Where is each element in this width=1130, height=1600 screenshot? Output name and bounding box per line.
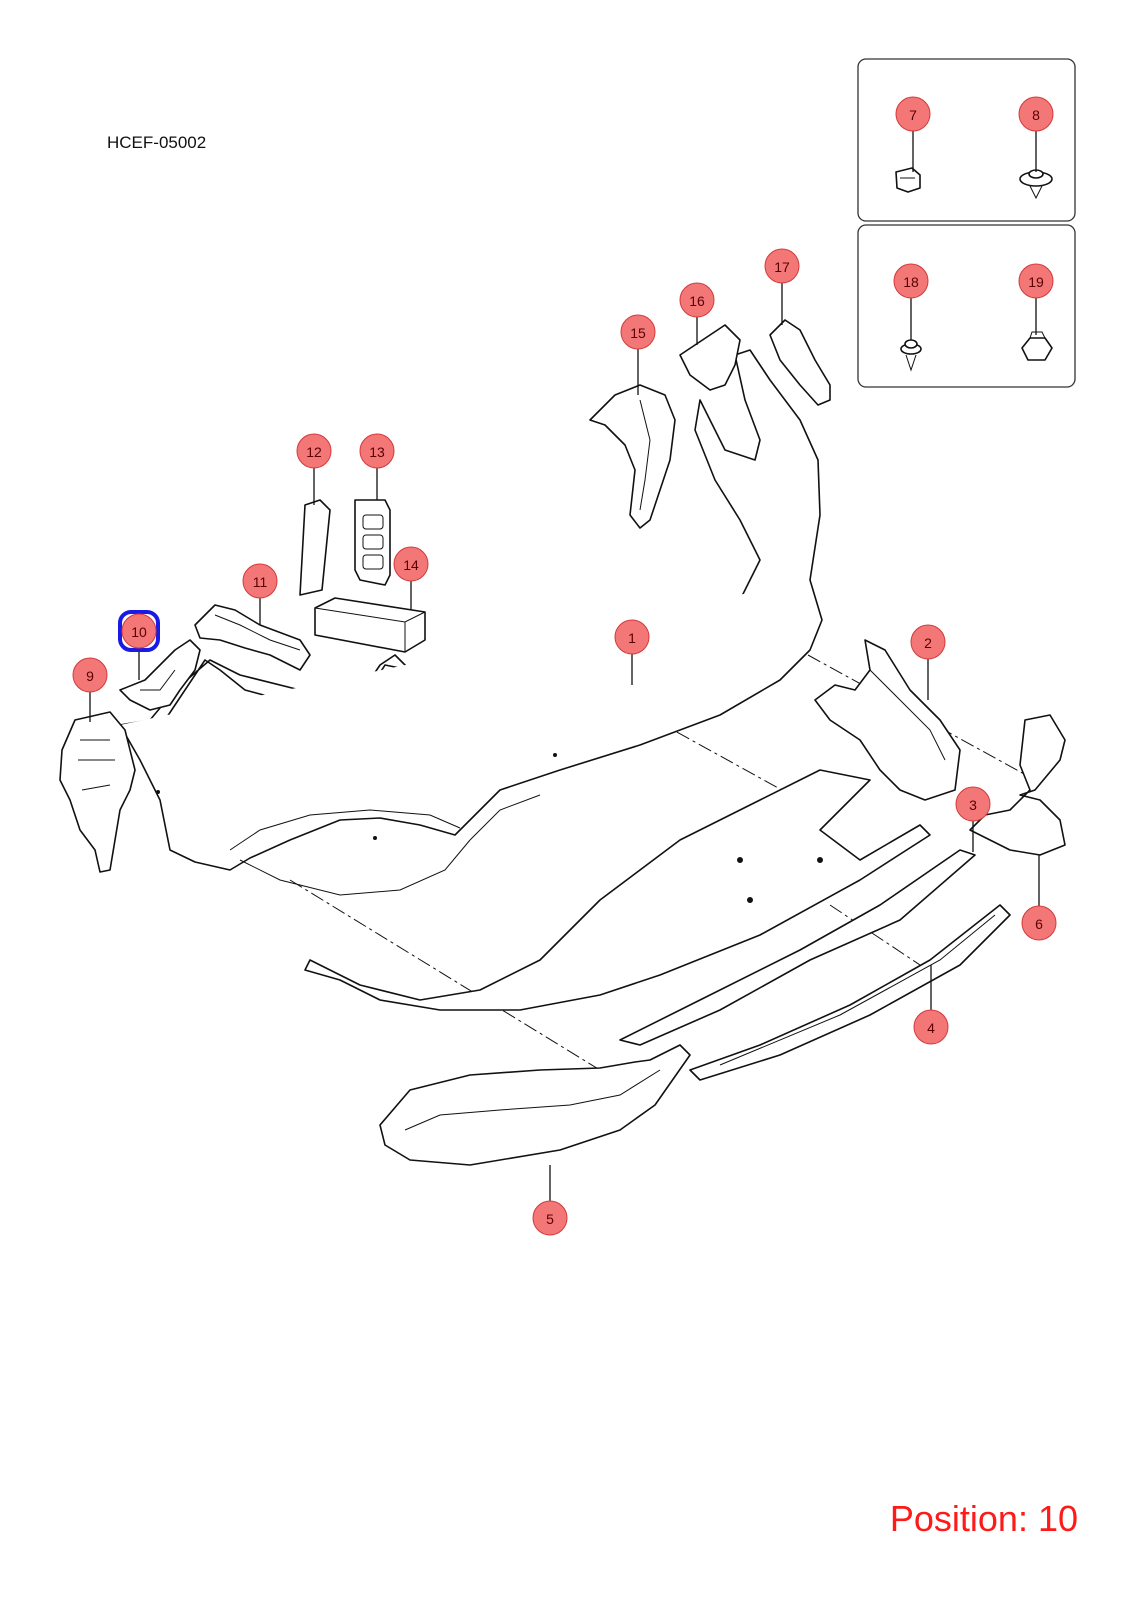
callout-bubble xyxy=(895,96,931,132)
callout-15[interactable]: 15 xyxy=(620,314,656,350)
callout-13[interactable]: 13 xyxy=(359,433,395,469)
position-label: Position: 10 xyxy=(889,1498,1078,1539)
callout-11[interactable]: 11 xyxy=(242,563,278,599)
fastener-clip-7[interactable] xyxy=(895,167,921,193)
callout-4[interactable]: 4 xyxy=(913,1009,949,1045)
fastener-nut-clip-19[interactable] xyxy=(1021,331,1053,361)
callout-bubble xyxy=(1018,96,1054,132)
callout-bubble xyxy=(296,433,332,469)
part-diffuser-grille[interactable] xyxy=(689,904,1011,1081)
callout-bubble xyxy=(359,433,395,469)
callout-bubble xyxy=(393,546,429,582)
selected-callout-ring xyxy=(118,610,160,652)
callout-number: 18 xyxy=(903,274,919,290)
part-upper-bracket[interactable] xyxy=(679,324,741,391)
callout-bubble xyxy=(614,619,650,655)
callout-number: 15 xyxy=(630,325,646,341)
callout-10[interactable]: 10 xyxy=(118,610,160,652)
part-support-bracket[interactable] xyxy=(589,384,676,529)
callout-number: 13 xyxy=(369,444,385,460)
callout-bubble xyxy=(242,563,278,599)
callout-18[interactable]: 18 xyxy=(893,263,929,299)
callout-bubble xyxy=(620,314,656,350)
callout-number: 19 xyxy=(1028,274,1044,290)
fastener-push-pin-8[interactable] xyxy=(1019,169,1053,200)
part-bumper-cover[interactable] xyxy=(119,349,823,896)
fastener-screw-18[interactable] xyxy=(900,339,922,372)
callout-7[interactable]: 7 xyxy=(895,96,931,132)
callout-bubble xyxy=(1018,263,1054,299)
part-rail-bracket[interactable] xyxy=(769,319,831,406)
callout-number: 3 xyxy=(969,797,977,813)
callout-number: 10 xyxy=(131,624,147,640)
callout-number: 2 xyxy=(924,635,932,651)
callout-number: 4 xyxy=(927,1020,935,1036)
callout-16[interactable]: 16 xyxy=(679,282,715,318)
callout-number: 6 xyxy=(1035,916,1043,932)
callout-14[interactable]: 14 xyxy=(393,546,429,582)
callout-bubble xyxy=(532,1200,568,1236)
fastener-inset-bottom xyxy=(857,224,1076,388)
callout-19[interactable]: 19 xyxy=(1018,263,1054,299)
callout-2[interactable]: 2 xyxy=(910,624,946,660)
part-foam-block[interactable] xyxy=(314,597,426,653)
fastener-inset-top xyxy=(857,58,1076,222)
leader-lines xyxy=(89,131,1040,1201)
part-lower-skirt[interactable] xyxy=(304,769,931,1011)
callout-number: 7 xyxy=(909,107,917,123)
callout-bubble xyxy=(910,624,946,660)
callout-number: 5 xyxy=(546,1211,554,1227)
callout-number: 14 xyxy=(403,557,419,573)
diagram-code: HCEF-05002 xyxy=(107,133,207,152)
callout-bubble xyxy=(913,1009,949,1045)
callout-1[interactable]: 1 xyxy=(614,619,650,655)
part-lower-valance[interactable] xyxy=(379,1044,691,1166)
part-guide-bracket-left[interactable] xyxy=(119,639,201,711)
callout-number: 9 xyxy=(86,668,94,684)
callout-bubble xyxy=(679,282,715,318)
callout-bubble xyxy=(764,248,800,284)
callout-bubble xyxy=(1021,905,1057,941)
part-long-bracket[interactable] xyxy=(194,604,311,671)
callout-12[interactable]: 12 xyxy=(296,433,332,469)
callout-17[interactable]: 17 xyxy=(764,248,800,284)
callout-3[interactable]: 3 xyxy=(955,786,991,822)
part-pad[interactable] xyxy=(299,499,331,596)
part-corner-end-piece[interactable] xyxy=(969,714,1066,856)
callout-bubble xyxy=(955,786,991,822)
callout-number: 12 xyxy=(306,444,322,460)
part-lower-trim-strip[interactable] xyxy=(619,849,976,1046)
part-side-panel-right[interactable] xyxy=(814,639,961,801)
callout-number: 1 xyxy=(628,630,636,646)
callout-number: 8 xyxy=(1032,107,1040,123)
callout-number: 17 xyxy=(774,259,790,275)
callout-number: 11 xyxy=(253,574,268,590)
callout-8[interactable]: 8 xyxy=(1018,96,1054,132)
callout-6[interactable]: 6 xyxy=(1021,905,1057,941)
callout-bubble xyxy=(121,613,157,649)
part-reflector[interactable] xyxy=(354,499,391,586)
callout-9[interactable]: 9 xyxy=(72,657,108,693)
part-left-bracket[interactable] xyxy=(59,711,136,873)
callout-number: 16 xyxy=(689,293,705,309)
callout-bubble xyxy=(72,657,108,693)
callout-bubble xyxy=(893,263,929,299)
callout-5[interactable]: 5 xyxy=(532,1200,568,1236)
